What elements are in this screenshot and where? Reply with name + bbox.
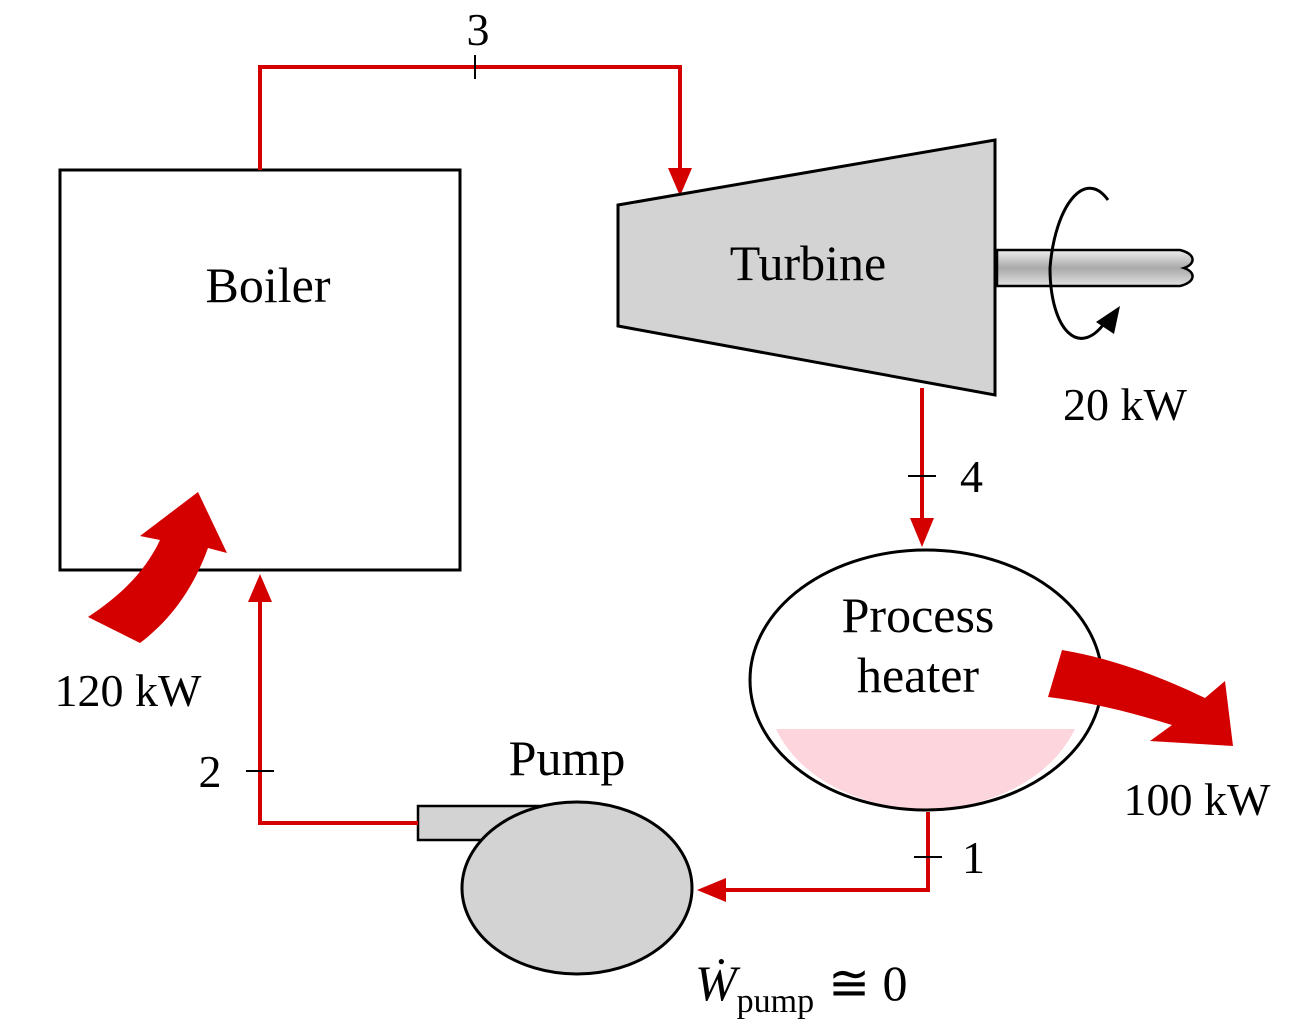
process-heater-label-line1: Process bbox=[842, 587, 995, 643]
heat-out-arrow bbox=[1048, 650, 1233, 746]
heat-out-label: 100 kW bbox=[1124, 774, 1272, 825]
turbine-label: Turbine bbox=[730, 235, 887, 291]
pump-inlet-arrowhead bbox=[697, 878, 726, 902]
boiler-inlet-arrowhead bbox=[248, 574, 272, 602]
pump-label: Pump bbox=[509, 730, 626, 786]
state-2-label: 2 bbox=[199, 746, 222, 797]
turbine-work-label: 20 kW bbox=[1063, 379, 1188, 430]
state-3-label: 3 bbox=[467, 4, 490, 55]
heater-inlet-arrowhead bbox=[910, 518, 934, 547]
rotation-arrow-icon bbox=[1048, 186, 1110, 340]
heat-in-arrow bbox=[88, 492, 227, 643]
turbine-body bbox=[616, 138, 997, 397]
state-4-label: 4 bbox=[960, 451, 983, 502]
heat-in-label: 120 kW bbox=[55, 665, 203, 716]
boiler-box bbox=[58, 168, 462, 572]
boiler-label: Boiler bbox=[206, 257, 331, 313]
pump-casing bbox=[460, 800, 694, 976]
state-1-label: 1 bbox=[962, 832, 985, 883]
pipe-state-2 bbox=[258, 598, 418, 825]
pump-work-symbol: Ẇpump≅ 0 bbox=[695, 955, 908, 1020]
pipe-state-1 bbox=[722, 812, 930, 892]
pipe-state-3 bbox=[258, 65, 682, 172]
turbine-inlet-arrowhead bbox=[668, 168, 692, 196]
rotation-arrowhead bbox=[1096, 306, 1120, 334]
process-heater-liquid bbox=[776, 729, 1075, 810]
process-heater-label-line2: heater bbox=[857, 647, 979, 703]
turbine-shaft bbox=[995, 248, 1194, 288]
